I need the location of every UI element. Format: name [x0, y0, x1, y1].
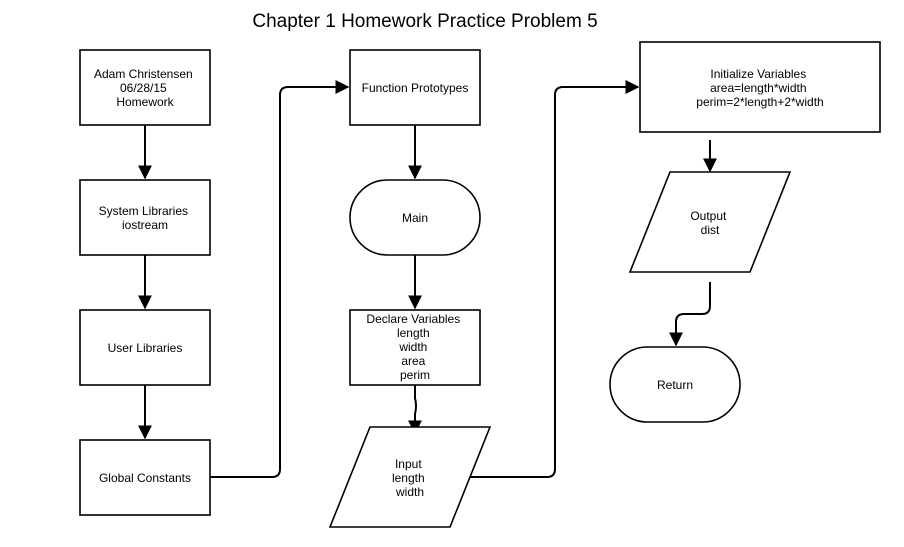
svg-text:Initialize Variables are: Initialize Variables area=length*width p…	[696, 67, 823, 109]
chart-title: Chapter 1 Homework Practice Problem 5	[252, 11, 597, 32]
node-declare-variables-line-4: area	[401, 354, 425, 368]
node-function-prototypes-line-1: Function Prototypes	[362, 81, 469, 95]
node-global-constants-line-1: Global Constants	[99, 471, 191, 485]
svg-text:Global Constants: Global Constants	[99, 471, 191, 485]
node-output: Output dist	[628, 171, 792, 273]
node-user-libraries: User Libraries	[79, 309, 211, 386]
node-header-box: Adam Christensen 06/28/15 Homework	[79, 49, 211, 126]
svg-text:Adam Christensen 06/28/1: Adam Christensen 06/28/15 Homework	[94, 67, 196, 109]
node-user-libraries-line-1: User Libraries	[108, 341, 183, 355]
node-initialize-variables-line-1: Initialize Variables	[710, 67, 806, 81]
node-declare-variables: Declare Variables length width area peri…	[349, 309, 481, 386]
edge-global-constants-to-function-prototypes	[210, 80, 350, 478]
node-output-line-2: dist	[701, 223, 720, 237]
svg-text:User Libraries: User Libraries	[108, 341, 183, 355]
node-initialize-variables: Initialize Variables area=length*width p…	[639, 41, 881, 133]
node-function-prototypes: Function Prototypes	[349, 49, 481, 126]
svg-text:Declare Variables length: Declare Variables length width area peri…	[366, 312, 463, 382]
node-input-line-1: Input	[395, 457, 422, 471]
node-declare-variables-line-3: width	[398, 340, 427, 354]
node-initialize-variables-line-2: area=length*width	[710, 81, 806, 95]
node-return: Return	[609, 346, 741, 423]
edges	[138, 80, 717, 478]
node-input-line-3: width	[395, 485, 424, 499]
svg-text:Main: Main	[402, 211, 428, 225]
svg-text:System Libraries iostrea: System Libraries iostream	[99, 204, 192, 232]
node-return-line-1: Return	[657, 378, 693, 392]
svg-text:Function Prototypes: Function Prototypes	[362, 81, 469, 95]
node-input-line-2: length	[392, 471, 425, 485]
svg-text:Input length width: Input length width	[392, 457, 428, 499]
svg-text:Output dist: Output dist	[690, 209, 729, 237]
node-header-box-line-1: Adam Christensen	[94, 67, 193, 81]
node-system-libraries-line-2: iostream	[122, 218, 168, 232]
edge-output-to-return	[669, 282, 711, 347]
node-main-line-1: Main	[402, 211, 428, 225]
node-declare-variables-line-5: perim	[400, 368, 430, 382]
node-system-libraries: System Libraries iostream	[79, 179, 211, 256]
node-output-line-1: Output	[690, 209, 727, 223]
edge-declare-variables-to-input	[408, 385, 422, 435]
node-initialize-variables-line-3: perim=2*length+2*width	[696, 95, 823, 109]
node-declare-variables-line-2: length	[397, 326, 430, 340]
node-system-libraries-line-1: System Libraries	[99, 204, 188, 218]
node-input: Input length width	[328, 426, 492, 528]
node-header-box-line-2: 06/28/15	[120, 81, 167, 95]
edge-input-to-initialize-variables	[470, 80, 640, 478]
node-main: Main	[349, 179, 481, 256]
node-declare-variables-line-1: Declare Variables	[366, 312, 460, 326]
node-global-constants: Global Constants	[79, 439, 211, 516]
node-header-box-line-3: Homework	[116, 95, 174, 109]
svg-text:Return: Return	[657, 378, 693, 392]
